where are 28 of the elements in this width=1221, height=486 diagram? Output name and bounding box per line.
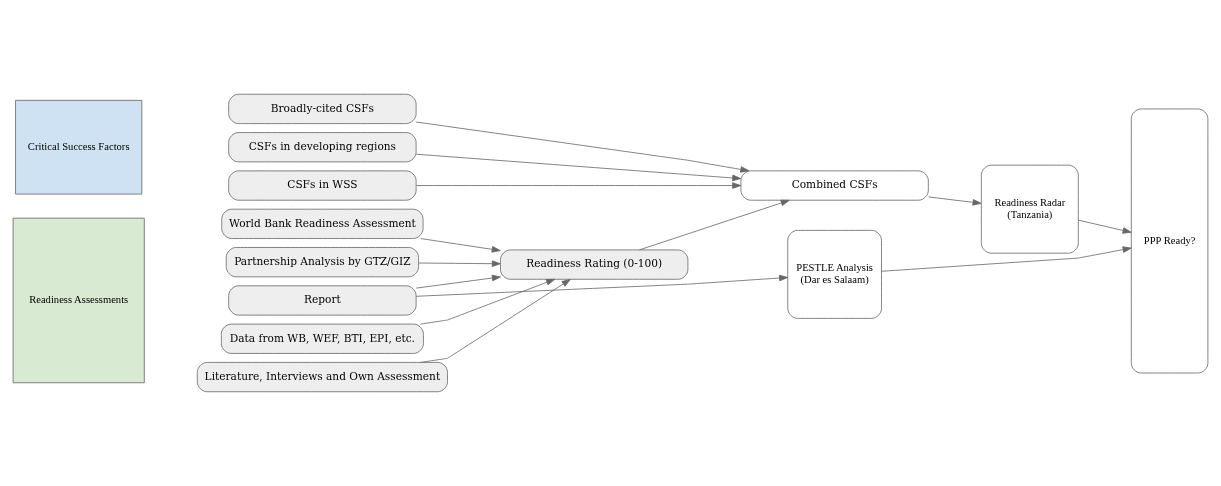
node-box: Broadly-cited CSFs — [228, 93, 417, 124]
arrow — [420, 278, 556, 325]
node-box: PPP Ready? — [1130, 108, 1209, 374]
arrow — [415, 274, 501, 289]
node-box: Combined CSFs — [740, 170, 929, 201]
arrow — [418, 260, 501, 267]
node-box: World Bank Readiness Assessment — [221, 208, 424, 239]
node-box: Report — [228, 285, 417, 316]
node-box: Readiness Radar (Tanzania) — [980, 164, 1079, 254]
arrow — [415, 121, 750, 173]
node-box: Readiness Assessments — [12, 217, 145, 384]
arrow — [881, 246, 1132, 272]
node-box: CSFs in developing regions — [228, 132, 417, 163]
arrow — [415, 153, 742, 182]
node-box: PESTLE Analysis (Dar es Salaam) — [787, 229, 882, 319]
node-box: CSFs in WSS — [228, 170, 417, 201]
arrow — [420, 238, 501, 253]
arrow — [928, 196, 982, 206]
arrow — [420, 279, 571, 363]
arrow — [1078, 219, 1132, 234]
arrow — [415, 274, 789, 297]
node-box: Data from WB, WEF, BTI, EPI, etc. — [220, 323, 424, 354]
node-box: Readiness Rating (0-100) — [500, 249, 689, 280]
node-box: Partnership Analysis by GTZ/GIZ — [225, 247, 419, 278]
arrow — [638, 199, 790, 251]
node-box: Critical Success Factors — [15, 99, 143, 195]
node-box: Literature, Interviews and Own Assessment — [196, 362, 448, 393]
arrow — [415, 182, 742, 189]
